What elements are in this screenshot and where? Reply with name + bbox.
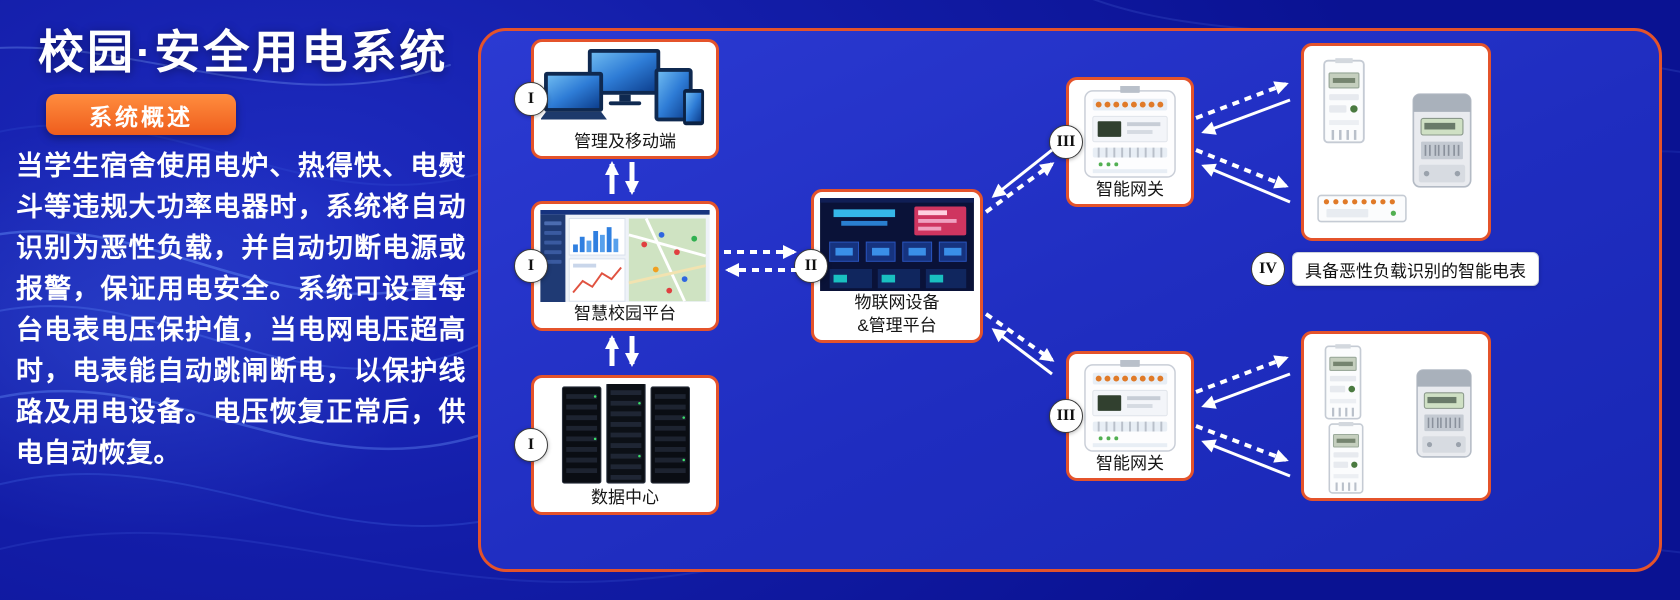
node-meters-top-card [1301,43,1491,241]
iot-label-line2: &管理平台 [857,315,937,335]
platform-label: 智慧校园平台 [574,303,676,323]
campus-dashboard-image [540,210,710,302]
gateway-bottom-numeral-badge: III [1049,399,1083,433]
meters-label: 具备恶性负载识别的智能电表 [1292,252,1539,286]
overview-badge: 系统概述 [46,94,236,135]
node-gateway-top-card: III [1049,77,1194,207]
meters-numeral-badge: IV [1251,252,1285,286]
datacenter-numeral-badge: I [514,428,548,462]
datacenter-label: 数据中心 [591,487,659,507]
iot-dashboard-image [820,198,974,291]
gateway-top-numeral-badge: III [1049,125,1083,159]
diagram-panel: I 管理及移动端 I [478,28,1662,572]
node-iot-platform-card: II [794,189,983,343]
node-campus-platform-card: I [514,201,719,331]
multi-device-image [540,48,710,130]
gateway-top-label: 智能网关 [1096,179,1164,199]
din-meter-image [1320,344,1366,426]
management-numeral-badge: I [514,82,548,116]
din-meter-image [1318,58,1370,150]
node-management-card: I 管理及移动端 [514,39,719,159]
iot-numeral-badge: II [794,249,828,283]
management-label: 管理及移动端 [574,131,676,151]
node-meters-bottom-card [1301,331,1491,501]
gateway-device-image [1075,360,1185,452]
panel-meter-image [1410,92,1474,194]
panel-meter-image [1414,368,1474,464]
node-gateway-bottom-card: III [1049,351,1194,481]
gateway-device-image [1075,86,1185,178]
meters-legend: IV 具备恶性负载识别的智能电表 [1251,252,1539,286]
din-meter-image [1324,422,1368,500]
page-title: 校园·安全用电系统 [38,26,449,78]
din-rail-module-image [1316,190,1408,231]
gateway-bottom-label: 智能网关 [1096,453,1164,473]
overview-text: 当学生宿舍使用电炉、热得快、电熨斗等违规大功率电器时，系统将自动识别为恶性负载，… [16,151,466,469]
server-racks-image [540,384,710,486]
node-datacenter-card: I 数据中心 [514,375,719,515]
platform-numeral-badge: I [514,249,548,283]
iot-label-line1: 物联网设备 [854,292,940,312]
